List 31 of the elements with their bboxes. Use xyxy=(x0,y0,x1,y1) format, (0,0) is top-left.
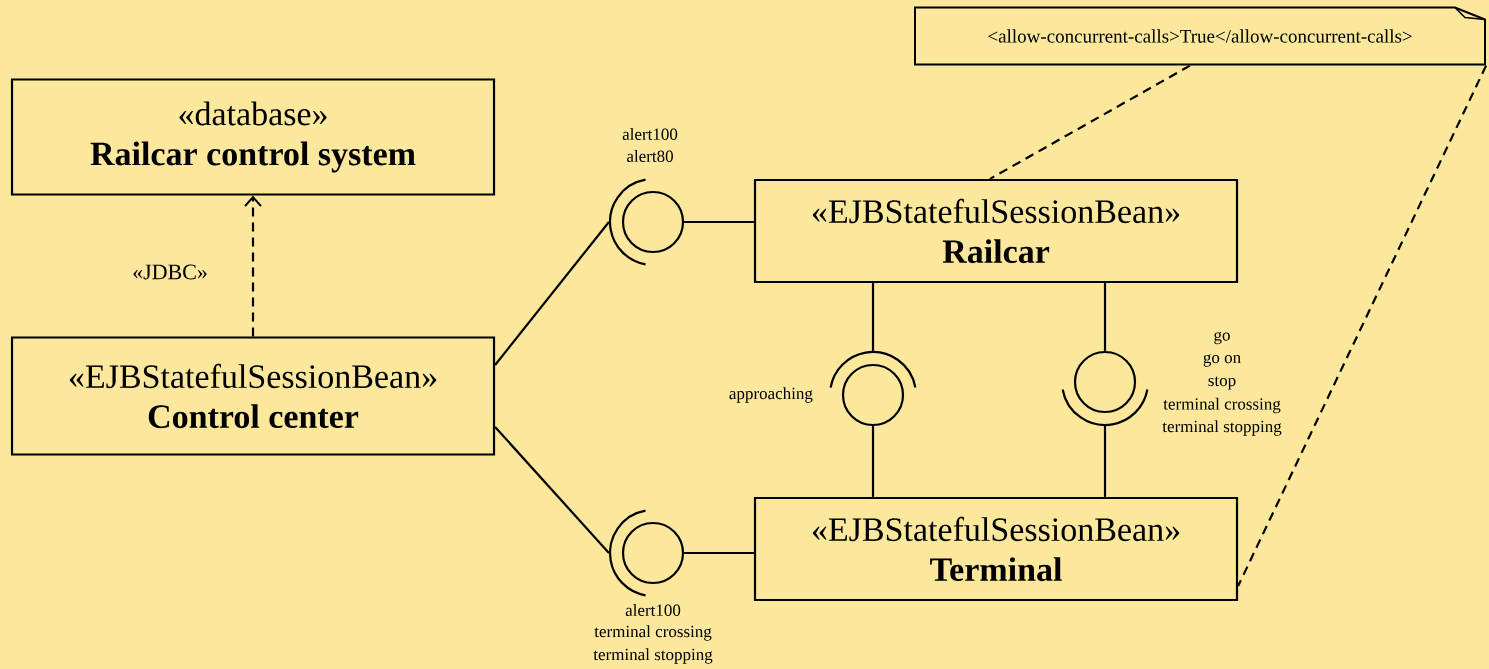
connector xyxy=(871,283,875,351)
interface-ball xyxy=(621,521,685,585)
connector xyxy=(494,426,610,554)
component-box: «EJBStatefulSessionBean» Control center xyxy=(10,336,496,456)
interface-label: terminal stopping xyxy=(593,648,713,664)
interface-label: stop xyxy=(1208,376,1236,390)
connector xyxy=(684,220,754,224)
connector xyxy=(1103,426,1107,497)
interface-label: terminal crossing xyxy=(1163,397,1281,414)
component-box: «EJBStatefulSessionBean» Terminal xyxy=(753,496,1239,602)
interface-ball xyxy=(841,363,905,427)
connector xyxy=(1237,65,1488,587)
connector xyxy=(871,426,875,497)
note-box: <allow-concurrent-calls>True</allow-concurrent-calls> xyxy=(914,6,1486,66)
interface-label: alert100 xyxy=(625,604,681,616)
interface-label: terminal stopping xyxy=(1162,420,1282,436)
interface-label: alert100 xyxy=(622,128,678,140)
connector xyxy=(494,221,610,366)
connector xyxy=(989,64,1191,180)
interface-ball xyxy=(621,190,685,254)
interface-label: go on xyxy=(1203,354,1241,367)
component-box: «EJBStatefulSessionBean» Railcar xyxy=(753,178,1239,284)
interface-label: go xyxy=(1214,331,1230,345)
interface-label: alert80 xyxy=(627,150,673,162)
interface-label: approaching xyxy=(729,387,813,403)
connector xyxy=(684,551,754,555)
connector xyxy=(244,195,262,337)
interface-ball xyxy=(1073,350,1137,414)
interface-label: terminal crossing xyxy=(594,625,712,641)
component-box: «database» Railcar control system xyxy=(10,78,496,196)
connector xyxy=(1103,283,1107,351)
